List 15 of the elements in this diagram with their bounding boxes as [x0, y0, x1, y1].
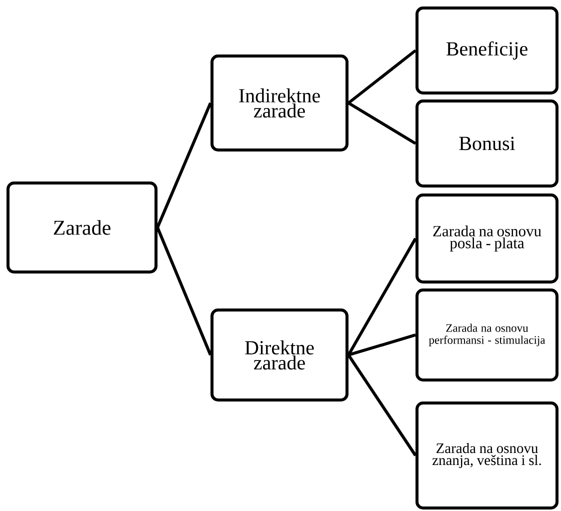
- connector-line: [348, 102, 416, 145]
- connector-line: [347, 354, 417, 456]
- text-box: Zarade: [6, 182, 158, 274]
- connector-line: [156, 226, 212, 356]
- text-box: Indirektne zarade: [210, 54, 348, 152]
- text-box: Zarada na osnovu znanja, veština i sl.: [416, 402, 558, 510]
- text-box: Direktne zarade: [210, 308, 348, 402]
- text-box: Zarada na osnovu performansi - stimulacija: [416, 288, 558, 382]
- text-box: Beneficije: [416, 6, 558, 94]
- text-box: Bonusi: [416, 100, 558, 188]
- connector-line: [348, 334, 416, 356]
- connector-line: [156, 102, 212, 228]
- text-box: Zarada na osnovu posla - plata: [416, 194, 558, 284]
- connector-line: [348, 49, 416, 104]
- connector-line: [347, 238, 417, 356]
